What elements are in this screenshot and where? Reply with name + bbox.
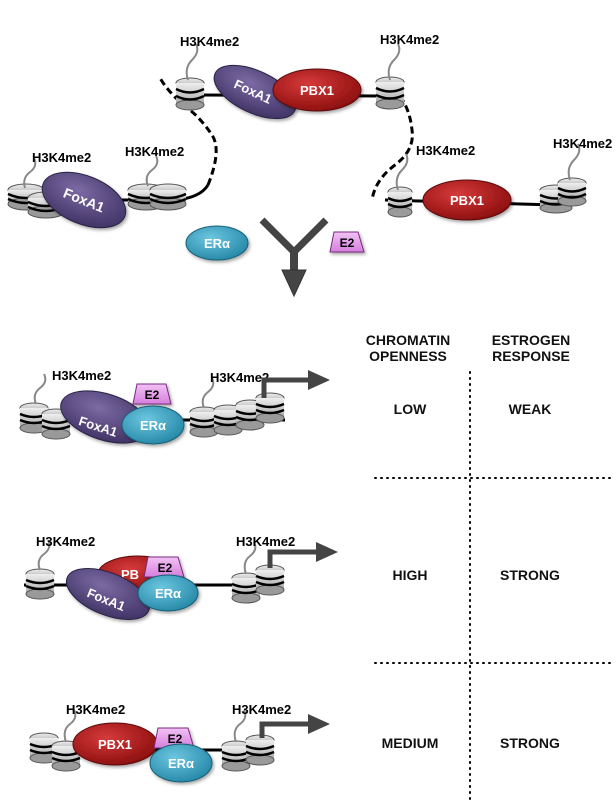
row1-openness: LOW: [394, 401, 427, 417]
nucleosome-icon: [213, 404, 243, 436]
svg-text:PBX1: PBX1: [98, 737, 132, 752]
nucleosome-icon: [189, 406, 219, 438]
nucleosome-icon: [255, 564, 285, 596]
header-estrogen-line2: RESPONSE: [492, 348, 570, 364]
row1-response: WEAK: [509, 401, 552, 417]
h3k4me2-label: H3K4me2: [125, 144, 184, 159]
nucleosome-icon: [41, 408, 71, 440]
nucleosome-icon: [387, 186, 413, 218]
histone-tail-icon: [37, 539, 257, 575]
h3k4me2-label: H3K4me2: [416, 143, 475, 158]
h3k4me2-label: H3K4me2: [36, 534, 95, 549]
svg-text:E2: E2: [168, 732, 183, 746]
svg-text:E2: E2: [145, 388, 160, 402]
e2-ligand: E2: [329, 231, 365, 253]
nucleosome-icon: [149, 183, 187, 211]
nucleosome-icon: [231, 572, 261, 604]
er-alpha-protein: ERα: [185, 225, 249, 261]
histone-tail-icon: [33, 373, 215, 409]
h3k4me2-label: H3K4me2: [236, 534, 295, 549]
svg-text:PBX1: PBX1: [450, 193, 484, 208]
pbx1-protein: PBX1: [72, 722, 158, 766]
svg-text:E2: E2: [158, 561, 173, 575]
h3k4me2-label: H3K4me2: [553, 136, 612, 151]
header-chromatin-line2: OPENNESS: [369, 348, 447, 364]
h3k4me2-label: H3K4me2: [210, 370, 269, 385]
h3k4me2-label: H3K4me2: [66, 702, 125, 717]
foxa1-protein: FoxA1: [65, 567, 151, 621]
nucleosome-icon: [245, 734, 275, 766]
nucleosome-icon: [175, 77, 205, 111]
svg-text:ERα: ERα: [204, 236, 230, 251]
row2-response: STRONG: [500, 567, 560, 583]
transcription-arrow-icon: [267, 542, 338, 568]
header-chromatin-line1: CHROMATIN: [366, 332, 451, 348]
nucleosome-icon: [25, 568, 55, 600]
foxa1-protein: FoxA1: [213, 64, 297, 120]
h3k4me2-label: H3K4me2: [380, 32, 439, 47]
convergence-arrow-icon: [259, 217, 329, 298]
svg-text:ERα: ERα: [155, 586, 181, 601]
complex-row-1: H3K4me2 H3K4me2 FoxA1 E2 ERα: [19, 368, 330, 445]
nucleosome-icon: [221, 740, 251, 772]
h3k4me2-label: H3K4me2: [232, 702, 291, 717]
transcription-arrow-icon: [259, 714, 330, 738]
header-estrogen-line1: ESTROGEN: [492, 332, 571, 348]
top-unbound-state: H3K4me2 H3K4me2 H3K4me2 H3K4me2 H3K4me2 …: [7, 32, 612, 229]
er-alpha-protein: ERα: [137, 574, 199, 612]
svg-text:ERα: ERα: [140, 418, 166, 433]
row3-response: STRONG: [500, 735, 560, 751]
nucleosome-icon: [51, 740, 81, 772]
foxa1-protein: FoxA1: [41, 171, 127, 229]
histone-tail-icon: [23, 43, 581, 191]
transcription-arrow-icon: [261, 370, 330, 398]
pbx1-protein: PBX1: [272, 68, 362, 112]
nucleosome-icon: [557, 177, 587, 207]
svg-text:PB: PB: [121, 567, 139, 582]
inputs-section: ERα E2: [185, 217, 365, 298]
svg-text:E2: E2: [340, 236, 355, 250]
nucleosome-icon: [255, 392, 285, 424]
svg-text:PBX1: PBX1: [300, 83, 334, 98]
nucleosome-icon: [29, 732, 59, 764]
svg-text:ERα: ERα: [168, 756, 194, 771]
er-alpha-protein: ERα: [149, 743, 213, 783]
e2-ligand: E2: [143, 556, 185, 578]
e2-ligand: E2: [132, 383, 172, 405]
er-alpha-protein: ERα: [121, 405, 185, 445]
h3k4me2-label: H3K4me2: [180, 34, 239, 49]
histone-tail-icon: [63, 709, 247, 743]
nucleosome-icon: [375, 76, 405, 110]
complex-row-3: H3K4me2 H3K4me2 PBX1 E2 ERα: [29, 702, 330, 783]
complex-row-2: H3K4me2 H3K4me2 PB FoxA1 E2 ERα: [24, 534, 338, 621]
row3-openness: MEDIUM: [382, 735, 439, 751]
h3k4me2-label: H3K4me2: [52, 368, 111, 383]
results-table: CHROMATIN OPENNESS ESTROGEN RESPONSE LOW…: [366, 332, 611, 800]
row2-openness: HIGH: [393, 567, 428, 583]
h3k4me2-label: H3K4me2: [32, 150, 91, 165]
pbx1-protein: PBX1: [422, 179, 512, 221]
